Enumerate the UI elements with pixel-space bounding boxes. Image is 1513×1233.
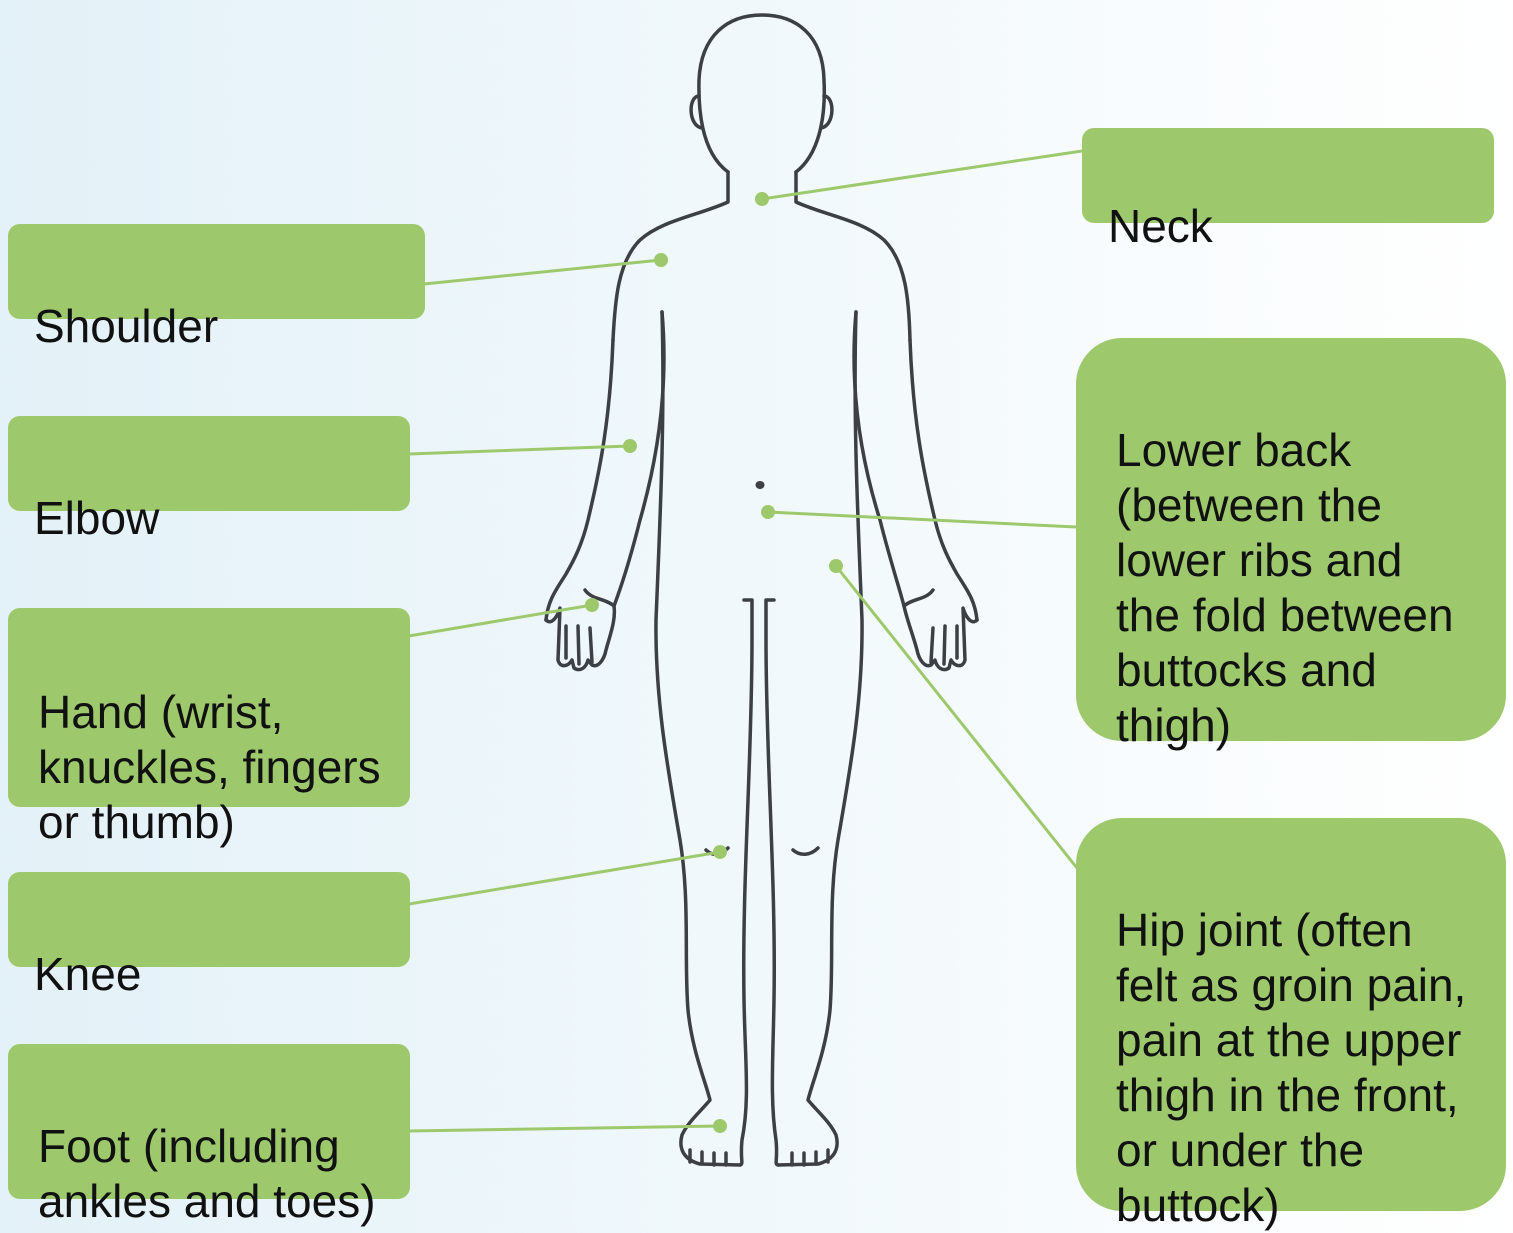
navel bbox=[756, 481, 765, 489]
right-knee-mark bbox=[793, 848, 818, 854]
left-arm-inner bbox=[614, 312, 664, 606]
left-torso-leg-outer bbox=[656, 312, 740, 1165]
foot-label: Foot (including ankles and toes) bbox=[8, 1044, 410, 1199]
neck-dot bbox=[755, 192, 769, 206]
elbow-label: Elbow bbox=[8, 416, 410, 511]
knee-dot bbox=[713, 845, 727, 859]
left-inner-leg bbox=[740, 600, 752, 1165]
hip-label: Hip joint (often felt as groin pain, pai… bbox=[1076, 818, 1506, 1211]
knee-label: Knee bbox=[8, 872, 410, 967]
shoulder-leader bbox=[424, 260, 661, 284]
foot-dot bbox=[713, 1119, 727, 1133]
neck-label: Neck bbox=[1082, 128, 1494, 223]
right-arm-inner bbox=[854, 312, 904, 606]
foot-leader bbox=[409, 1126, 720, 1131]
left-neck-shoulder bbox=[613, 172, 728, 340]
lower-back-label: Lower back (between the lower ribs and t… bbox=[1076, 338, 1506, 741]
hip-leader bbox=[836, 566, 1077, 868]
hip-dot bbox=[829, 559, 843, 573]
elbow-dot bbox=[623, 439, 637, 453]
shoulder-label-text: Shoulder bbox=[34, 300, 218, 352]
elbow-label-text: Elbow bbox=[34, 492, 159, 544]
body-outline bbox=[546, 15, 977, 1165]
shoulder-label: Shoulder bbox=[8, 224, 425, 319]
knee-label-text: Knee bbox=[34, 948, 141, 1000]
right-torso-leg-outer bbox=[778, 312, 862, 1165]
right-neck-shoulder bbox=[796, 172, 910, 340]
neck-label-text: Neck bbox=[1108, 200, 1213, 252]
shoulder-dot bbox=[654, 253, 668, 267]
hand-label: Hand (wrist, knuckles, fingers or thumb) bbox=[8, 608, 410, 807]
right-hand bbox=[904, 590, 977, 670]
right-arm-outer bbox=[910, 340, 977, 620]
hand-dot bbox=[585, 598, 599, 612]
lower-back-label-text: Lower back (between the lower ribs and t… bbox=[1116, 424, 1454, 751]
lower-back-dot bbox=[761, 505, 775, 519]
right-inner-leg bbox=[766, 600, 778, 1165]
elbow-leader bbox=[409, 446, 630, 454]
left-arm-outer bbox=[546, 340, 613, 620]
knee-leader bbox=[409, 852, 720, 904]
hip-label-text: Hip joint (often felt as groin pain, pai… bbox=[1116, 904, 1466, 1231]
head-outline bbox=[699, 15, 824, 172]
lower-back-leader bbox=[768, 512, 1076, 527]
